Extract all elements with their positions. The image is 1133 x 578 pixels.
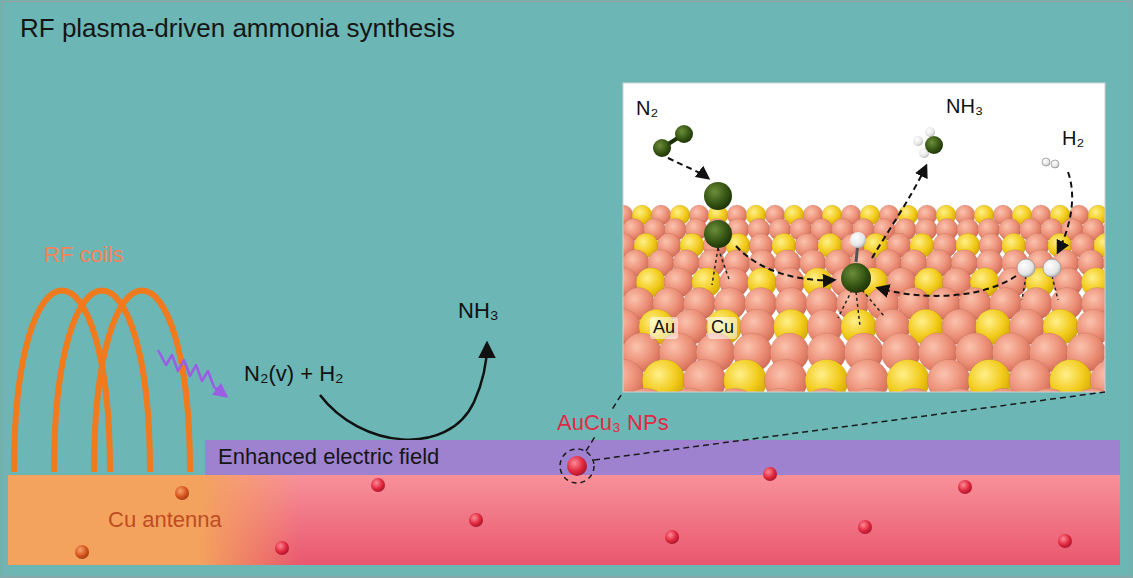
adsorption-bonds (712, 248, 1058, 326)
molecules (653, 125, 1072, 326)
copper-atom (756, 388, 803, 392)
nanoparticle (371, 478, 385, 492)
molecule-label: N₂ (636, 96, 658, 120)
bond-line (718, 248, 730, 282)
diagram-title: RF plasma-driven ammonia synthesis (20, 13, 455, 44)
gold-atom (1050, 359, 1093, 392)
reactant-label: N₂(v) + H₂ (244, 361, 344, 387)
bond-line (712, 248, 718, 285)
hydrogen-atom (1017, 259, 1035, 277)
pathway-arrow (878, 276, 1016, 296)
nitrogen-atom (653, 139, 671, 157)
pathway-arrow (668, 158, 708, 178)
nitrogen-atom (841, 263, 871, 293)
field-band: Enhanced electric field (205, 440, 1120, 475)
rf-coil (94, 291, 190, 473)
product-label: NH₃ (458, 298, 499, 324)
copper-atom (980, 388, 1027, 392)
pathway-arrows (668, 158, 1072, 296)
hydrogen-atom (1042, 158, 1050, 166)
bond-line (862, 290, 884, 316)
copper-atom (623, 359, 644, 392)
surface-atoms (623, 205, 1105, 392)
molecule-label: NH₃ (946, 94, 983, 118)
nanoparticle (958, 480, 972, 494)
element-label: Au (650, 317, 678, 339)
nitrogen-atom (704, 220, 732, 248)
copper-atom (846, 359, 889, 392)
gold-atom (968, 359, 1011, 392)
nitrogen-atom (704, 182, 732, 210)
copper-atom (891, 388, 938, 392)
pathway-arrow (872, 166, 926, 258)
inset-panel (623, 83, 1105, 392)
element-label: Cu (708, 317, 737, 339)
copper-atom (846, 388, 893, 392)
bond-line (1022, 276, 1026, 300)
copper-atom (801, 388, 848, 392)
copper-atom (683, 359, 726, 392)
hydrogen-atom (1043, 259, 1061, 277)
bond-line (1052, 276, 1058, 300)
copper-atom (1070, 388, 1105, 392)
pathway-arrow (736, 246, 834, 280)
copper-atom (927, 359, 970, 392)
copper-atom (667, 388, 714, 392)
molecule-label: H₂ (1062, 126, 1084, 150)
gold-atom (724, 359, 767, 392)
nitrogen-atom (675, 125, 693, 143)
nanoparticle (858, 520, 872, 534)
pathway-arrow (1058, 172, 1072, 252)
node-text: Enhanced electric field (218, 444, 439, 470)
copper-atom (1025, 388, 1072, 392)
nanoparticle (469, 513, 483, 527)
reaction-arrow (320, 344, 487, 440)
gold-atom (642, 359, 685, 392)
hydrogen-atom (925, 127, 935, 137)
hydrogen-atom (1051, 160, 1059, 168)
nitrogen-atom (925, 136, 943, 154)
copper-atom (764, 359, 807, 392)
copper-atom (623, 388, 669, 392)
inset-border (623, 83, 1105, 392)
particle-label: AuCu₃ NPs (554, 410, 672, 436)
rf-wave (158, 350, 226, 396)
bond-line (838, 290, 852, 318)
gold-atom (887, 359, 930, 392)
nanoparticle (1058, 534, 1072, 548)
gold-atom (805, 359, 848, 392)
copper-atom (711, 388, 758, 392)
bond-line (856, 292, 860, 326)
antenna-band: Cu antenna (8, 475, 300, 565)
copper-atom (1090, 359, 1105, 392)
rf-coil-group (14, 291, 190, 473)
hydrogen-atom (913, 136, 923, 146)
nanoparticle (665, 530, 679, 544)
node-text: Cu antenna (108, 507, 222, 533)
copper-atom (935, 388, 982, 392)
copper-atom (1009, 359, 1052, 392)
hydrogen-atom (850, 232, 866, 248)
coil-label: RF coils (44, 242, 123, 268)
